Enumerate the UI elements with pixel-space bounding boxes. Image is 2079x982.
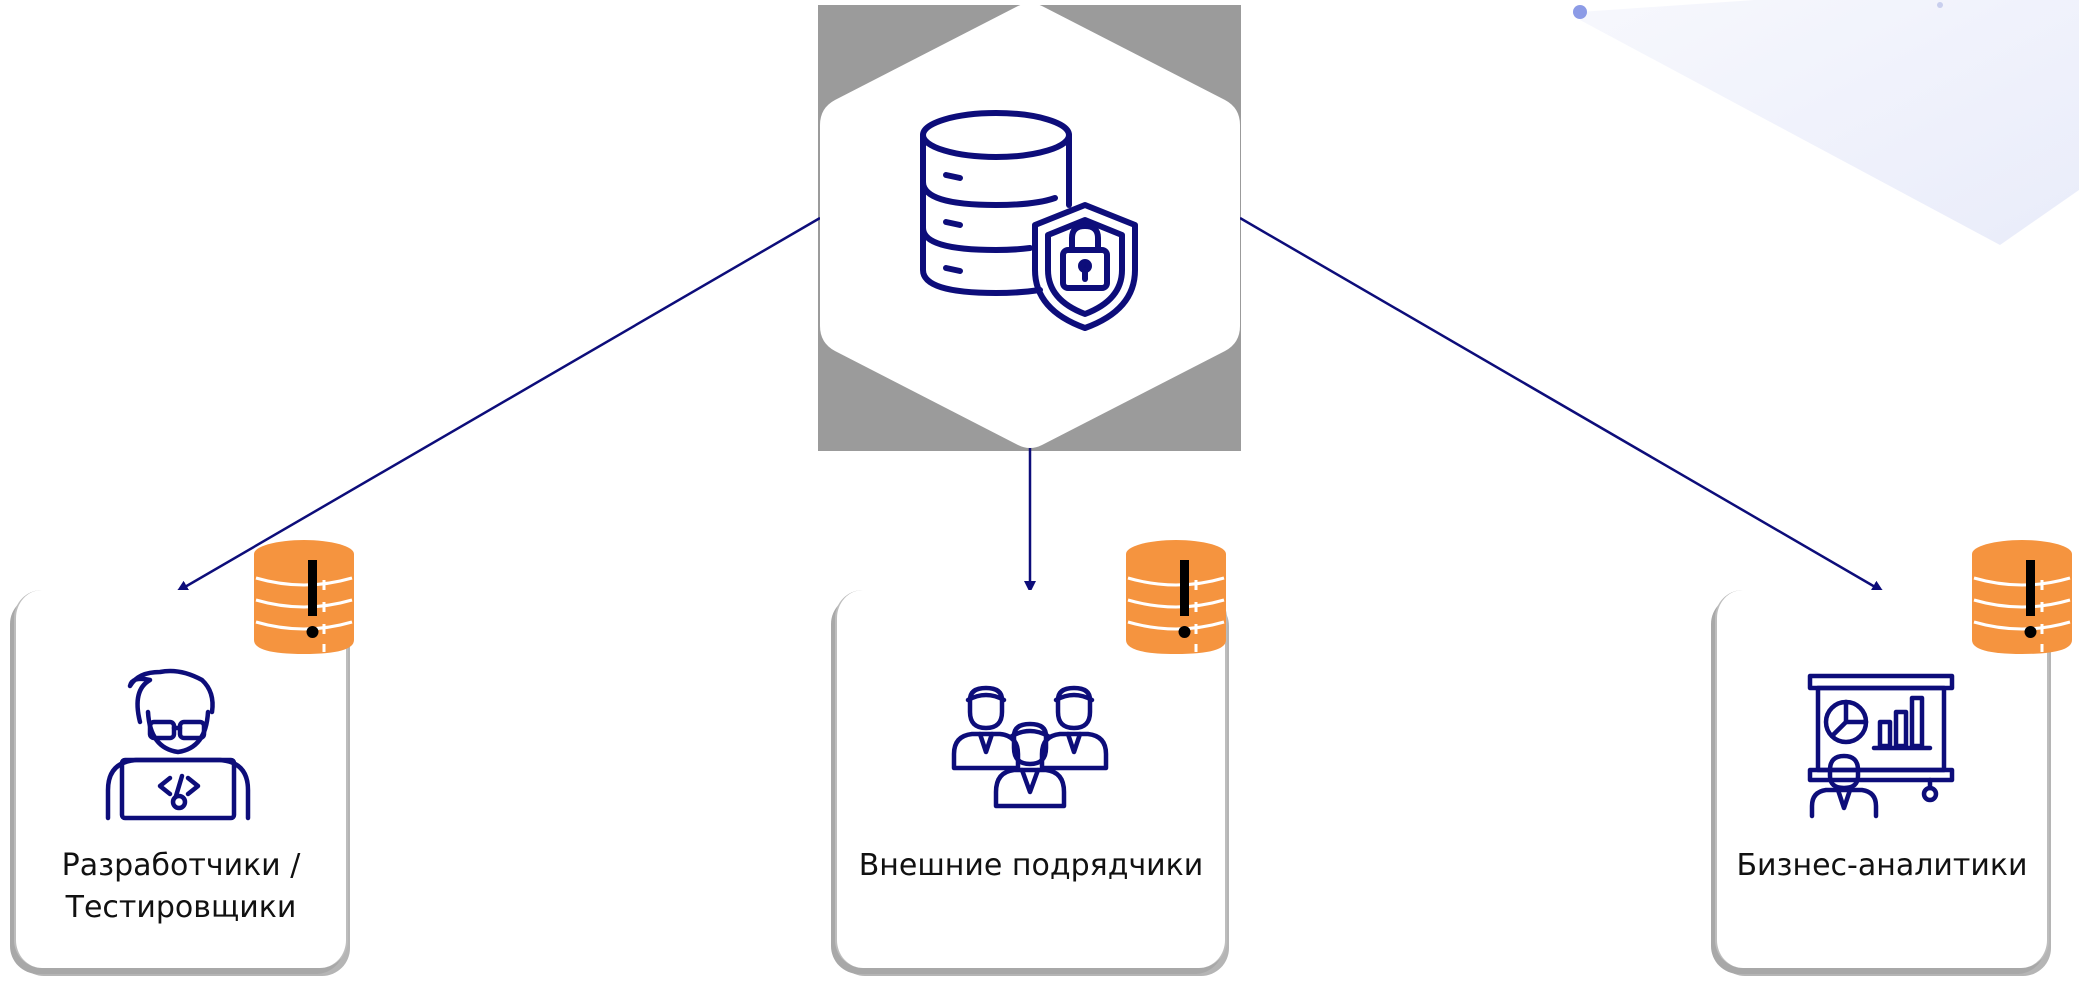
node-label-line: Внешние подрядчики bbox=[858, 848, 1204, 883]
edge-hub-to-analysts bbox=[1239, 216, 1884, 593]
decor-hexagon-shape bbox=[1580, 0, 2079, 245]
node-label-analysts: Бизнес-аналитики bbox=[1717, 845, 2047, 887]
node-label-line: Разработчики / bbox=[61, 848, 301, 883]
database-warning-icon bbox=[1124, 538, 1228, 656]
database-warning-icon bbox=[252, 538, 356, 656]
edge-hub-to-developers bbox=[176, 216, 821, 593]
node-label-developers: Разработчики / Тестировщики bbox=[16, 845, 346, 929]
decor-dot bbox=[1573, 5, 1587, 19]
node-label-line: Тестировщики bbox=[65, 890, 297, 925]
hub-hexagon bbox=[820, 3, 1240, 448]
node-card-contractors[interactable]: Внешние подрядчики bbox=[835, 590, 1227, 968]
decor-dot bbox=[1937, 2, 1943, 8]
node-label-line: Бизнес-аналитики bbox=[1736, 848, 2028, 883]
database-warning-icon bbox=[1970, 538, 2074, 656]
node-label-contractors: Внешние подрядчики bbox=[837, 845, 1225, 887]
